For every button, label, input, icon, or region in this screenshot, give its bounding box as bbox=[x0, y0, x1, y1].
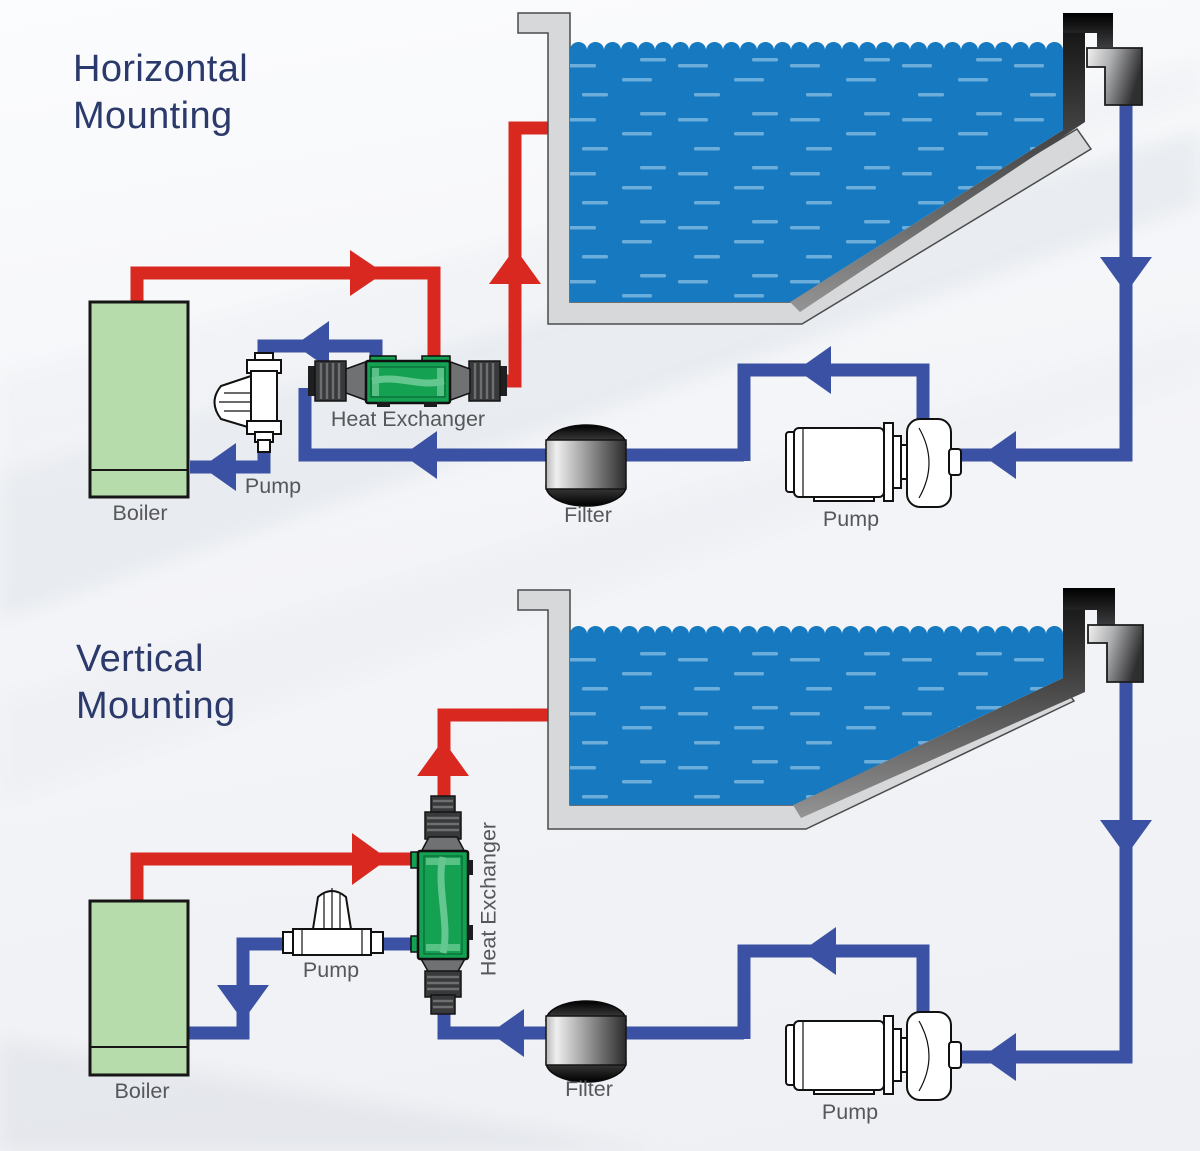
title-vertical-mounting: Vertical Mounting bbox=[76, 636, 236, 730]
label-heat-exchanger-top: Heat Exchanger bbox=[330, 407, 486, 431]
flow-arrow-left-icon bbox=[982, 431, 1016, 479]
flow-arrow-left-icon bbox=[802, 927, 836, 975]
circulation-pump-bottom-shape bbox=[282, 888, 384, 956]
flow-arrow-left-icon bbox=[295, 321, 329, 369]
pool-top bbox=[517, 12, 1143, 325]
pool-pump-bottom-shape bbox=[785, 1011, 962, 1101]
label-pool-pump-top: Pump bbox=[822, 507, 880, 531]
label-boiler-bottom: Boiler bbox=[114, 1079, 170, 1103]
title-line: Mounting bbox=[76, 685, 236, 727]
label-circulation-pump-bottom: Pump bbox=[302, 958, 360, 982]
water-ripples bbox=[570, 56, 1063, 302]
label-filter-top: Filter bbox=[564, 503, 612, 527]
flow-arrow-down-icon bbox=[217, 985, 269, 1021]
cold-loop-bottom bbox=[188, 680, 1152, 1081]
filter-bottom-shape bbox=[545, 1000, 627, 1083]
pool-outlet-fitting bbox=[1086, 47, 1143, 106]
label-circulation-pump-top: Pump bbox=[244, 474, 302, 498]
filter-top-shape bbox=[545, 424, 627, 507]
heat-exchanger-bottom-shape bbox=[410, 795, 473, 1015]
label-pool-pump-bottom: Pump bbox=[821, 1100, 879, 1124]
hot-loop-bottom bbox=[130, 708, 552, 902]
pool-dark-wall bbox=[793, 588, 1085, 818]
title-line: Mounting bbox=[73, 95, 233, 137]
flow-arrow-down-icon bbox=[1100, 257, 1152, 293]
flow-arrow-left-icon bbox=[202, 443, 236, 491]
pool-outlet-fitting bbox=[1087, 624, 1144, 683]
flow-arrow-up-icon bbox=[489, 248, 541, 284]
pool-skimmer bbox=[1063, 13, 1113, 47]
flow-arrow-up-icon bbox=[417, 740, 469, 776]
pool-bottom bbox=[517, 588, 1144, 830]
pool-skimmer bbox=[1063, 588, 1115, 625]
circulation-pump-top-shape bbox=[213, 352, 282, 453]
water-ripples bbox=[570, 640, 1063, 805]
label-heat-exchanger-bottom: Heat Exchanger bbox=[476, 821, 501, 977]
boiler-top-shape bbox=[88, 300, 190, 499]
label-boiler-top: Boiler bbox=[112, 501, 168, 525]
flow-arrow-left-icon bbox=[403, 431, 437, 479]
title-line: Vertical bbox=[76, 638, 204, 680]
label-filter-bottom: Filter bbox=[565, 1077, 613, 1101]
flow-arrow-left-icon bbox=[797, 346, 831, 394]
boiler-bottom-shape bbox=[88, 899, 190, 1077]
pool-pump-top-shape bbox=[785, 418, 962, 508]
flow-arrow-right-icon bbox=[350, 250, 384, 296]
heat-exchanger-top-shape bbox=[308, 355, 507, 407]
flow-arrow-left-icon bbox=[490, 1009, 524, 1057]
flow-arrow-down-icon bbox=[1100, 820, 1152, 856]
flow-arrow-left-icon bbox=[982, 1033, 1016, 1081]
title-horizontal-mounting: Horizontal Mounting bbox=[73, 46, 248, 140]
flow-arrow-right-icon bbox=[352, 833, 388, 885]
title-line: Horizontal bbox=[73, 48, 249, 90]
